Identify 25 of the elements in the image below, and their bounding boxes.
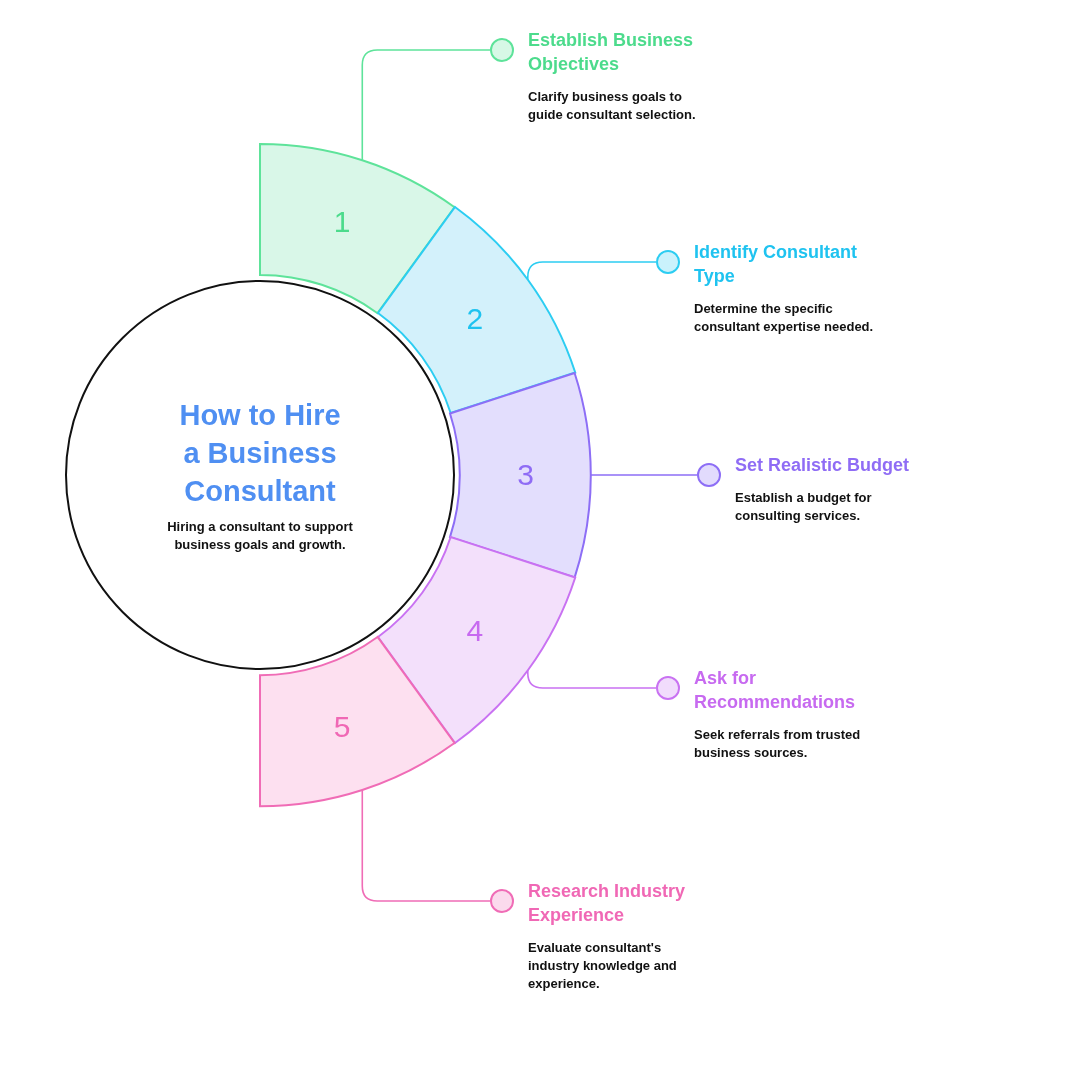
leader-line xyxy=(361,38,514,161)
ring-segment xyxy=(258,634,457,808)
description: Hiring a consultant to support business goals and growth. xyxy=(166,518,354,554)
ring-segment xyxy=(258,142,457,316)
step-description: Clarify business goals to guide consultant selection. xyxy=(528,88,697,124)
step-number: 5 xyxy=(332,709,352,746)
step-title: Set Realistic Budget xyxy=(735,454,911,477)
step-description: Establish a budget for consulting services. xyxy=(735,489,873,525)
leader-line xyxy=(590,463,721,487)
step-title: Identify Consultant Type xyxy=(694,241,858,288)
ring-segment xyxy=(375,534,577,745)
step-number: 2 xyxy=(465,300,485,337)
step-title: Establish Business Objectives xyxy=(528,29,695,76)
step-description: Determine the specific consultant expertise needed. xyxy=(694,300,875,336)
ring-segment xyxy=(448,370,593,580)
step-number: 1 xyxy=(332,204,352,241)
heading: How to Hire a Business Consultant xyxy=(178,398,342,509)
step-title: Ask for Recommendations xyxy=(694,667,857,714)
step-number: 4 xyxy=(465,613,485,650)
step-number: 3 xyxy=(516,457,535,493)
ring-segment xyxy=(375,205,577,416)
leader-line xyxy=(361,789,514,913)
step-description: Seek referrals from trusted business sources. xyxy=(694,726,862,762)
step-description: Evaluate consultant's industry knowledge and experience. xyxy=(528,939,678,993)
step-title: Research Industry Experience xyxy=(528,880,687,927)
